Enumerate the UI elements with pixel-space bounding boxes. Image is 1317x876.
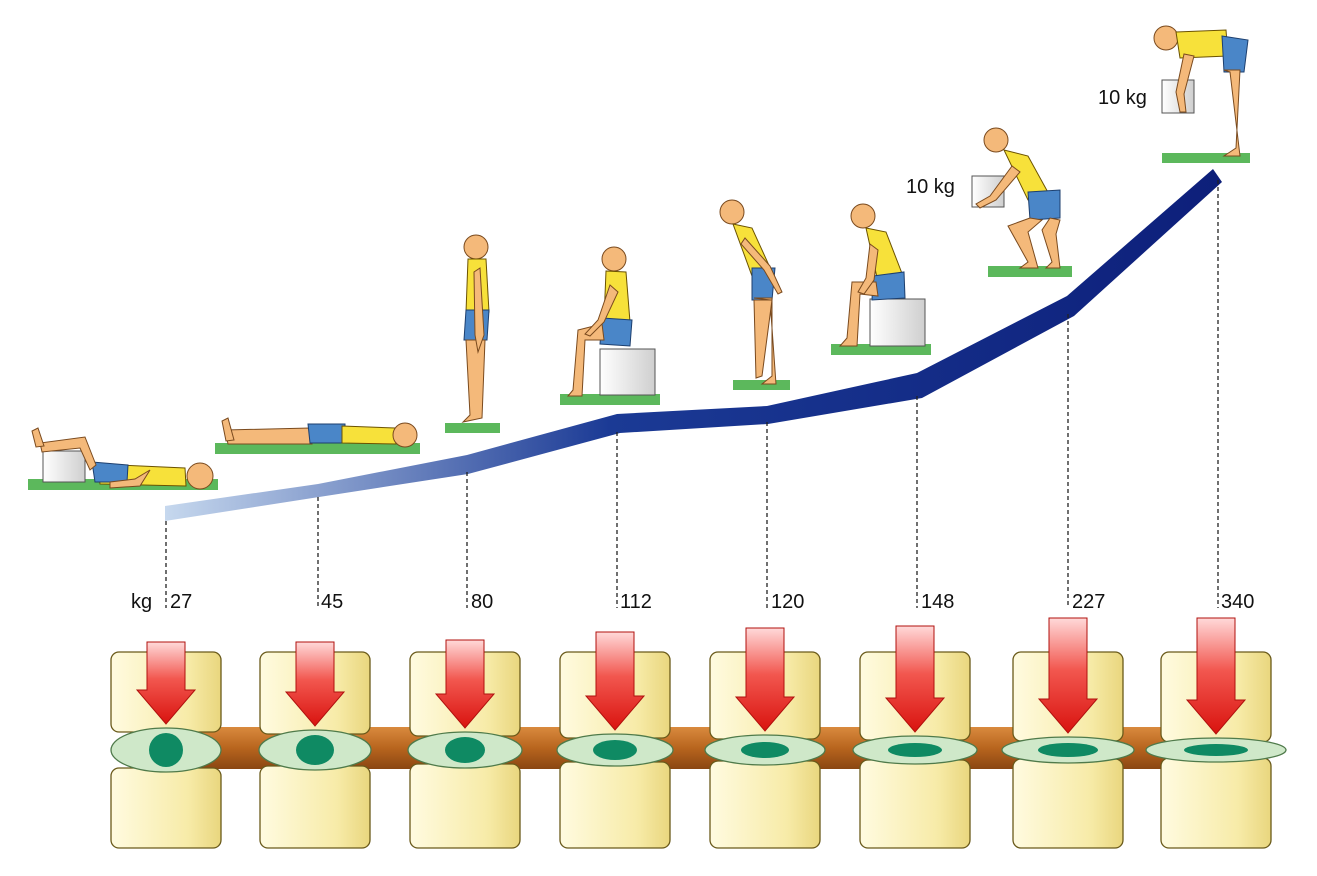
load-label-45: 45 (321, 591, 343, 613)
load-curve (165, 169, 1222, 521)
figure-lying-flat (215, 417, 420, 454)
lower-vertebra (110, 767, 222, 849)
load-arrow (584, 631, 646, 731)
unit-label: kg (131, 591, 152, 613)
lower-vertebra (859, 759, 971, 849)
disc-nucleus (888, 743, 942, 757)
disc-nucleus (593, 740, 637, 760)
load-label-27: 27 (170, 591, 192, 613)
load-arrow (135, 641, 197, 725)
load-label-80: 80 (471, 591, 493, 613)
disc-nucleus (1038, 743, 1098, 757)
box-icon (599, 348, 656, 396)
floor-mat (560, 394, 660, 405)
box-icon (42, 450, 86, 483)
load-arrow (734, 627, 796, 732)
floor-mat (988, 266, 1072, 277)
disc-nucleus (296, 735, 334, 765)
weight-label-squat: 10 kg (906, 176, 955, 198)
figure-sitting-upright (560, 246, 660, 405)
load-labels: kg 27 45 80 112 120 148 227 340 (131, 591, 1254, 613)
load-label-148: 148 (921, 591, 954, 613)
spine-segment (1145, 617, 1287, 849)
spine-segment (852, 625, 978, 849)
load-label-112: 112 (620, 591, 652, 613)
spine-segment (1001, 617, 1135, 849)
load-label-120: 120 (771, 591, 804, 613)
load-curve-band (165, 169, 1222, 521)
drop-lines (165, 180, 1219, 608)
box-icon (869, 298, 926, 347)
lower-vertebra (409, 763, 521, 849)
load-label-227: 227 (1072, 591, 1105, 613)
floor-mat (831, 344, 931, 355)
lower-vertebra (1012, 758, 1124, 849)
disc-nucleus (445, 737, 485, 763)
spine-segment (704, 627, 826, 849)
figure-bent-over-lifting: 10 kg (1098, 25, 1250, 163)
lower-vertebra (259, 765, 371, 849)
spine-segments (110, 617, 1287, 849)
load-arrow (434, 639, 496, 729)
lower-vertebra (709, 760, 821, 849)
spine-segment (258, 641, 372, 849)
load-arrow (1037, 617, 1099, 734)
disc-nucleus (1184, 744, 1248, 756)
lower-vertebra (559, 761, 671, 849)
floor-mat (445, 423, 500, 433)
spine-segment (110, 641, 222, 849)
load-label-340: 340 (1221, 591, 1254, 613)
floor-mat (215, 443, 420, 454)
lower-vertebra (1160, 757, 1272, 849)
figure-sitting-bent (831, 203, 931, 355)
figure-lying-legs-raised (28, 427, 218, 490)
floor-mat (733, 380, 790, 390)
floor-mat (1162, 153, 1250, 163)
load-arrow (1185, 617, 1247, 735)
figure-standing-bent (719, 199, 790, 390)
load-arrow (884, 625, 946, 733)
disc-nucleus (741, 742, 789, 758)
load-arrow (284, 641, 346, 727)
spine-segment (556, 631, 674, 849)
weight-label-bent: 10 kg (1098, 87, 1147, 109)
figure-squat-lifting: 10 kg (906, 127, 1072, 277)
spine-segment (407, 639, 523, 849)
figure-standing (445, 234, 500, 433)
disc-nucleus (149, 733, 183, 767)
